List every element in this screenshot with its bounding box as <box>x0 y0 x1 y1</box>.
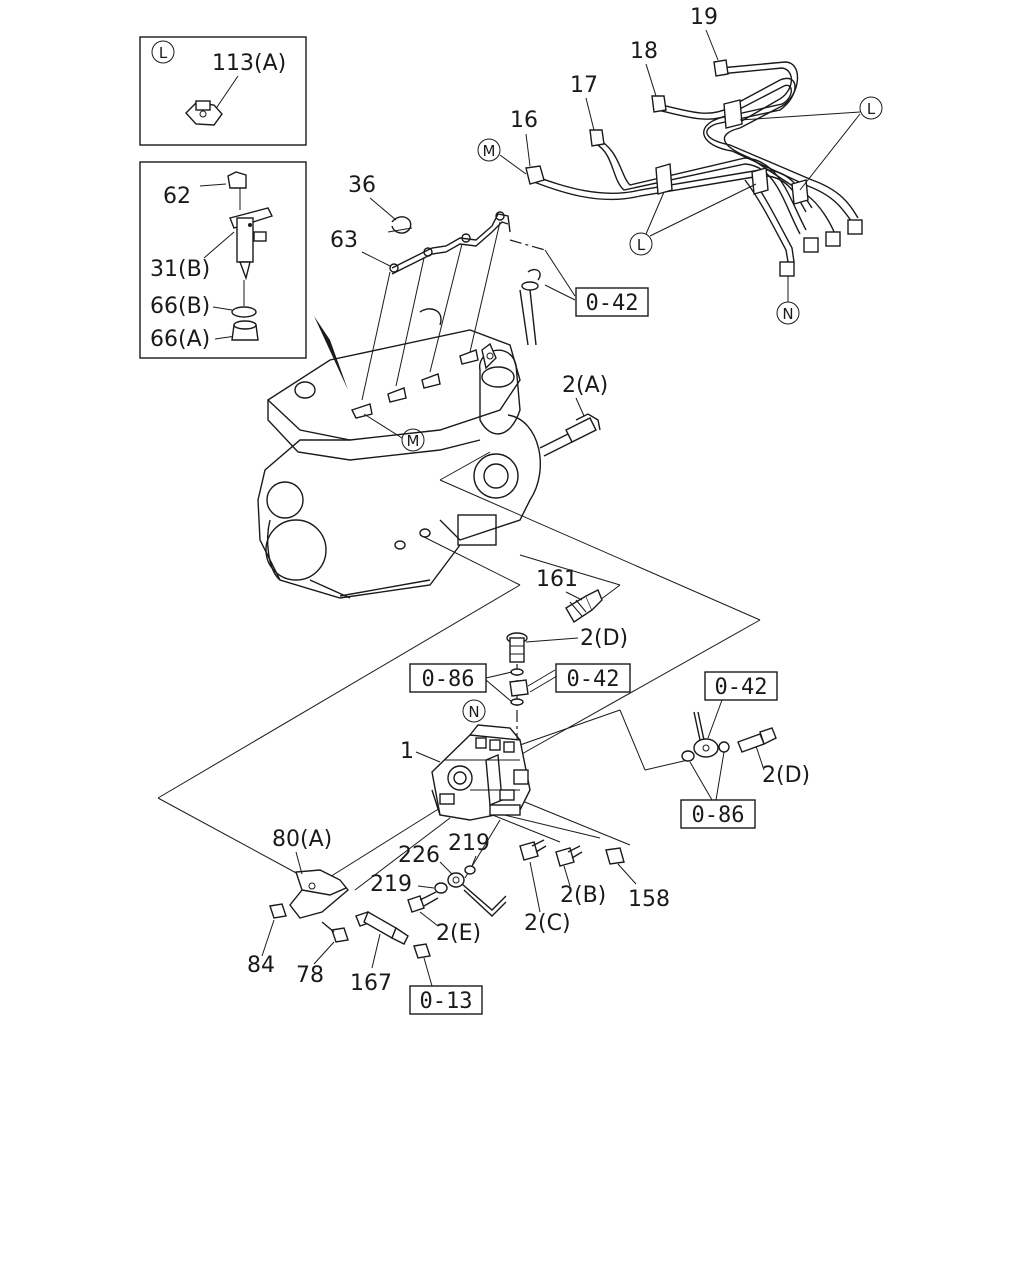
nut-158 <box>605 847 625 865</box>
ref-0-86-right-text: 0-86 <box>692 803 745 828</box>
label-16: 16 <box>510 108 538 133</box>
inset-circle-label: L <box>159 44 168 62</box>
injection-pipes <box>525 59 863 277</box>
label-226: 226 <box>398 843 440 868</box>
label-36: 36 <box>348 173 376 198</box>
pipe-226 <box>447 872 507 917</box>
injector-part <box>227 171 273 341</box>
ref-0-42-mid-text: 0-42 <box>567 667 620 692</box>
part-161-fitting <box>565 589 603 623</box>
label-161: 161 <box>536 567 578 592</box>
ref-box-0-86-right <box>680 799 756 829</box>
label-62: 62 <box>163 184 191 209</box>
label-66b: 66(B) <box>150 294 210 319</box>
banjo-bolt-2d <box>506 632 528 663</box>
circle-l-bottom: L <box>637 236 646 254</box>
bracket-right <box>681 711 777 762</box>
injection-pump <box>431 724 531 821</box>
label-19: 19 <box>690 5 718 30</box>
label-113a: 113(A) <box>212 51 286 76</box>
label-2b: 2(B) <box>560 883 606 908</box>
nut-0-13 <box>413 943 431 959</box>
label-2c: 2(C) <box>524 911 571 936</box>
label-2e: 2(E) <box>436 921 481 946</box>
label-66a: 66(A) <box>150 327 210 352</box>
stud-167 <box>355 910 409 945</box>
bolt-2c <box>519 839 547 861</box>
nut-84 <box>269 903 287 919</box>
bolt-2a <box>539 413 601 457</box>
label-31b: 31(B) <box>150 257 210 282</box>
label-219-upper: 219 <box>448 831 490 856</box>
label-2d-top: 2(D) <box>580 626 628 651</box>
ref-0-42-right-text: 0-42 <box>715 675 768 700</box>
label-80a: 80(A) <box>272 827 332 852</box>
circle-m-top: M <box>483 142 496 160</box>
clip-113a-part <box>185 100 223 126</box>
circle-m-engine: M <box>407 432 420 450</box>
bolt-2b <box>555 845 583 867</box>
washer-219-upper <box>464 865 476 875</box>
bracket-80a <box>289 869 349 919</box>
label-18: 18 <box>630 39 658 64</box>
inset-box-clip: L 113(A) <box>139 36 307 146</box>
bolt-78 <box>321 921 349 943</box>
circle-l-right: L <box>867 100 876 118</box>
label-167: 167 <box>350 971 392 996</box>
label-17: 17 <box>570 73 598 98</box>
assembly-outline-lines <box>157 451 761 891</box>
washer-219-lower <box>434 882 448 894</box>
engine-block <box>257 281 542 599</box>
label-1: 1 <box>400 739 414 764</box>
circle-n-pump: N <box>468 703 479 721</box>
ref-0-86-left-text: 0-86 <box>422 667 475 692</box>
label-2d-right: 2(D) <box>762 763 810 788</box>
bolt-2e <box>407 891 439 913</box>
ref-0-13-text: 0-13 <box>420 989 473 1014</box>
label-158: 158 <box>628 887 670 912</box>
leak-off-pipe <box>351 211 541 419</box>
ref-box-0-13 <box>409 985 483 1015</box>
ref-box-0-42-top <box>575 287 649 317</box>
label-84: 84 <box>247 953 275 978</box>
label-2a: 2(A) <box>562 373 608 398</box>
label-63: 63 <box>330 228 358 253</box>
ref-0-42-top-text: 0-42 <box>586 291 639 316</box>
inset-box-injector: 62 31(B) 66(B) 66(A) <box>139 161 307 359</box>
ref-box-0-42-mid <box>555 663 631 693</box>
label-78: 78 <box>296 963 324 988</box>
label-219-lower: 219 <box>370 872 412 897</box>
ref-box-0-42-right <box>704 671 778 701</box>
circle-n-right: N <box>782 305 793 323</box>
